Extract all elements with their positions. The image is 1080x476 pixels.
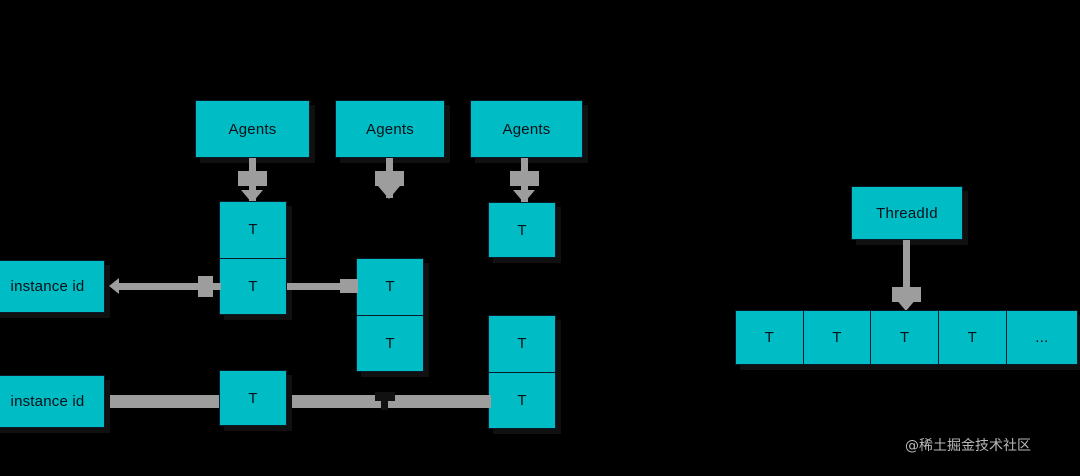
agents-box-1-label: Agents xyxy=(228,120,277,138)
thread-column-4: T T xyxy=(488,315,556,429)
instance-1-to-column-1-line-end xyxy=(205,283,221,290)
agents-box-3-label: Agents xyxy=(502,120,551,138)
thread-cell[interactable]: T xyxy=(356,258,424,316)
thread-cell[interactable]: T xyxy=(356,314,424,372)
agents-box-2-label: Agents xyxy=(366,120,414,138)
agents-1-to-threads-crossbar xyxy=(238,171,267,186)
thread-cell-label: T xyxy=(517,221,527,239)
thread-column-2: T T xyxy=(356,258,424,372)
agents-1-to-threads-arrowhead xyxy=(241,190,263,203)
threadid-box-label: ThreadId xyxy=(876,204,938,222)
thread-cell[interactable]: T xyxy=(219,201,287,259)
thread-cell-label: T xyxy=(517,391,527,409)
threadid-row: T T T T ... xyxy=(735,310,1079,365)
thread-cell-row2-label: T xyxy=(248,389,258,407)
threadid-row-cell[interactable]: T xyxy=(802,310,872,365)
thread-cell-label: T xyxy=(248,277,258,295)
agents-3-to-threads-crossbar xyxy=(510,171,539,186)
threadid-row-cell-label: T xyxy=(764,329,775,346)
threadid-to-row-line xyxy=(903,240,910,302)
thread-cell-label: T xyxy=(385,334,395,352)
instance-1-arrow-left xyxy=(109,278,119,294)
instance-id-box-2[interactable]: instance id xyxy=(0,375,105,428)
threadid-row-cell-ellipsis[interactable]: ... xyxy=(1005,310,1079,365)
threadid-row-cell[interactable]: T xyxy=(870,310,939,365)
column-to-column-4-line xyxy=(287,395,491,408)
threadid-row-cell-label: T xyxy=(832,329,842,346)
thread-cell[interactable]: T xyxy=(488,315,556,373)
thread-cell-label: T xyxy=(248,221,258,239)
threadid-to-row-arrowhead xyxy=(895,298,917,311)
instance-id-box-1[interactable]: instance id xyxy=(0,260,105,313)
threadid-row-cell[interactable]: T xyxy=(937,310,1007,365)
column-1-to-column-2-crossbar xyxy=(340,279,358,293)
column-1-to-column-2-line xyxy=(287,283,350,290)
thread-cell[interactable]: T xyxy=(488,371,556,429)
instance-id-box-1-label: instance id xyxy=(10,278,85,295)
thread-cell[interactable]: T xyxy=(488,202,556,258)
thread-cell-label: T xyxy=(385,278,395,296)
thread-cell-label: T xyxy=(517,335,527,353)
watermark: @稀土掘金技术社区 xyxy=(905,438,1031,454)
threadid-row-cell-label: ... xyxy=(1035,329,1049,346)
agents-3-to-threads-arrowhead xyxy=(513,190,535,203)
agents-2-to-threads-arrowhead xyxy=(378,186,400,199)
thread-column-1: T T xyxy=(219,201,287,315)
threadid-row-cell-label: T xyxy=(967,329,977,346)
thread-cell[interactable]: T xyxy=(219,257,287,315)
agents-box-1[interactable]: Agents xyxy=(195,100,310,158)
agents-2-to-threads-crossbar xyxy=(375,171,404,186)
threadid-row-cell-label: T xyxy=(899,329,910,346)
agents-box-3[interactable]: Agents xyxy=(470,100,583,158)
instance-id-box-2-label: instance id xyxy=(10,393,85,410)
threadid-row-cell[interactable]: T xyxy=(735,310,804,365)
row-2-mid-marker-2 xyxy=(381,396,388,410)
thread-cell-row2[interactable]: T xyxy=(219,370,287,426)
instance-1-to-column-1-line xyxy=(118,283,202,290)
threadid-box[interactable]: ThreadId xyxy=(851,186,963,240)
thread-column-3: T xyxy=(488,202,556,258)
instance-2-to-column-line xyxy=(110,395,222,408)
agents-box-2[interactable]: Agents xyxy=(335,100,445,158)
